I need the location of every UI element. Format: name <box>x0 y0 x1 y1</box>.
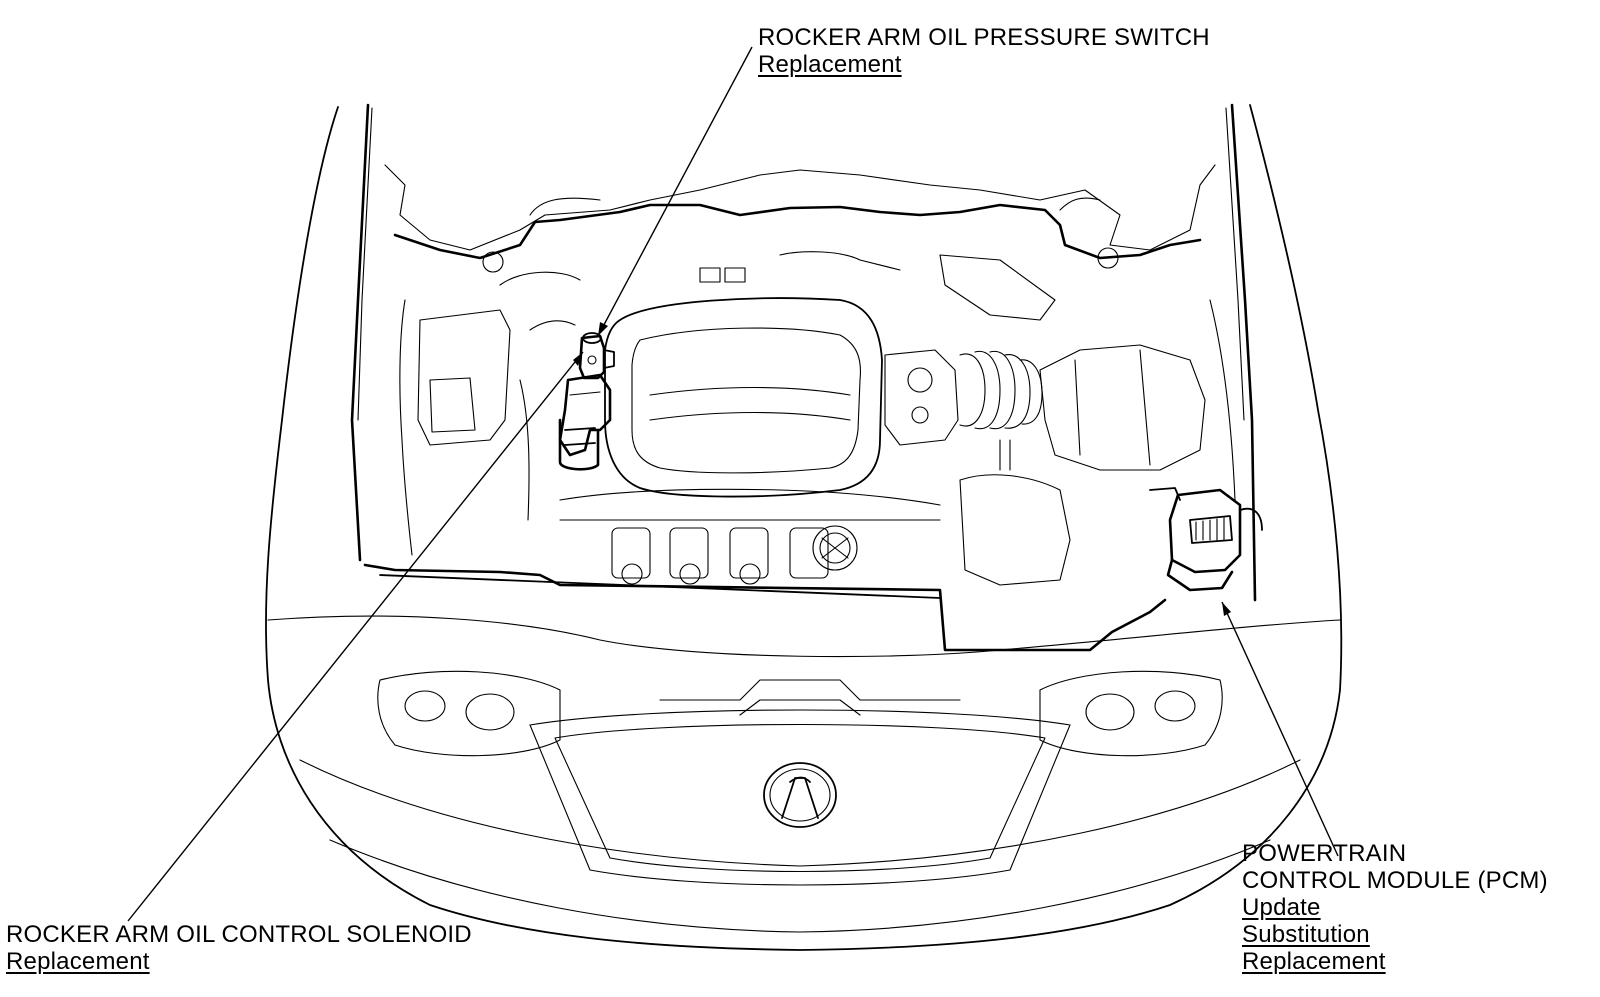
leader-pcm <box>1221 601 1339 857</box>
intake-runners <box>611 527 829 585</box>
intake-duct-bellows <box>959 350 1043 430</box>
headlight-left <box>377 670 561 757</box>
oil-pressure-switch-part <box>578 332 615 380</box>
oil-control-solenoid-title: ROCKER ARM OIL CONTROL SOLENOID <box>6 921 472 948</box>
air-cleaner-box <box>1039 344 1206 471</box>
callout-oil-pressure-switch: ROCKER ARM OIL PRESSURE SWITCH Replaceme… <box>758 24 1210 78</box>
oil-control-solenoid-part <box>558 373 612 471</box>
leader-arrowhead-solenoid <box>573 352 583 366</box>
front-crossmember <box>363 563 1167 652</box>
pcm-title-line1: POWERTRAIN <box>1242 840 1407 867</box>
leader-oil-control-solenoid <box>127 351 584 922</box>
leader-arrowhead-pcm <box>1222 602 1231 616</box>
pcm-substitution-link[interactable]: Substitution <box>1242 921 1370 948</box>
callout-pcm: POWERTRAIN CONTROL MODULE (PCM) Update S… <box>1242 840 1548 975</box>
left-component-box <box>417 309 511 446</box>
oil-pressure-switch-replacement-link[interactable]: Replacement <box>758 51 902 78</box>
acura-logo <box>763 762 837 828</box>
grille <box>529 709 1071 886</box>
headlight-right <box>1039 670 1223 757</box>
oil-filler-cap <box>812 525 858 571</box>
pcm-title-line2: CONTROL MODULE (PCM) <box>1242 867 1548 894</box>
throttle-body <box>884 349 959 446</box>
leader-oil-pressure-switch <box>597 46 753 337</box>
hood-emblem-area <box>659 679 961 701</box>
car-body-outline <box>265 104 1343 951</box>
engine-cover <box>604 297 883 498</box>
callout-oil-control-solenoid: ROCKER ARM OIL CONTROL SOLENOID Replacem… <box>6 921 472 975</box>
hood-underside <box>384 164 1216 251</box>
leader-arrowhead-switch <box>598 322 608 336</box>
oil-control-solenoid-replacement-link[interactable]: Replacement <box>6 948 150 975</box>
pcm-update-link[interactable]: Update <box>1242 894 1321 921</box>
open-hood-right-edge <box>1230 103 1257 602</box>
pcm-part <box>1149 487 1263 592</box>
oil-pressure-switch-title: ROCKER ARM OIL PRESSURE SWITCH <box>758 24 1210 51</box>
open-hood-left-edge <box>350 103 370 562</box>
pcm-replacement-link[interactable]: Replacement <box>1242 948 1386 975</box>
